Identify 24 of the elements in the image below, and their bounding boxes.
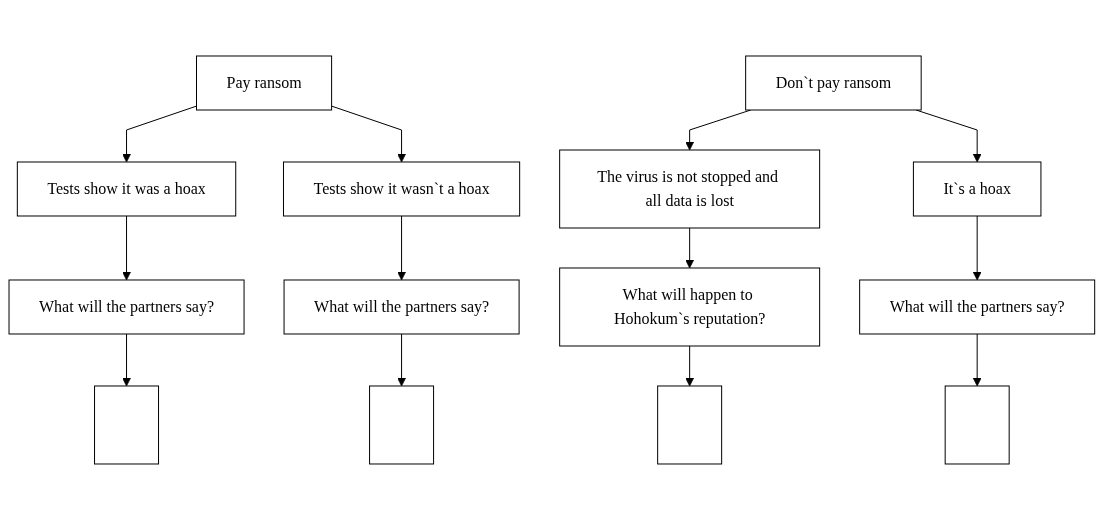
arrow [397,333,407,387]
arrow [397,215,407,281]
node-box: What will happen to Hohokum`s reputation? [559,267,821,347]
node-box: Tests show it wasn`t a hoax [283,161,521,217]
node-box: What will the partners say? [8,279,245,335]
node-box: What will the partners say? [283,279,520,335]
node-box: The virus is not stopped and all data is lost [559,149,821,229]
node-box [944,385,1010,465]
node-box [369,385,435,465]
arrow [331,105,407,163]
arrow [685,345,695,387]
arrow [122,333,132,387]
arrow [972,215,982,281]
node-box: Tests show it was a hoax [16,161,237,217]
node-box [657,385,723,465]
node-box: It`s a hoax [913,161,1042,217]
node-box [94,385,160,465]
arrow [972,333,982,387]
arrow [685,227,695,269]
node-box: What will the partners say? [859,279,1096,335]
node-box: Pay ransom [196,55,333,111]
node-box: Don`t pay ransom [745,55,922,111]
arrow [122,215,132,281]
arrow [122,105,198,163]
